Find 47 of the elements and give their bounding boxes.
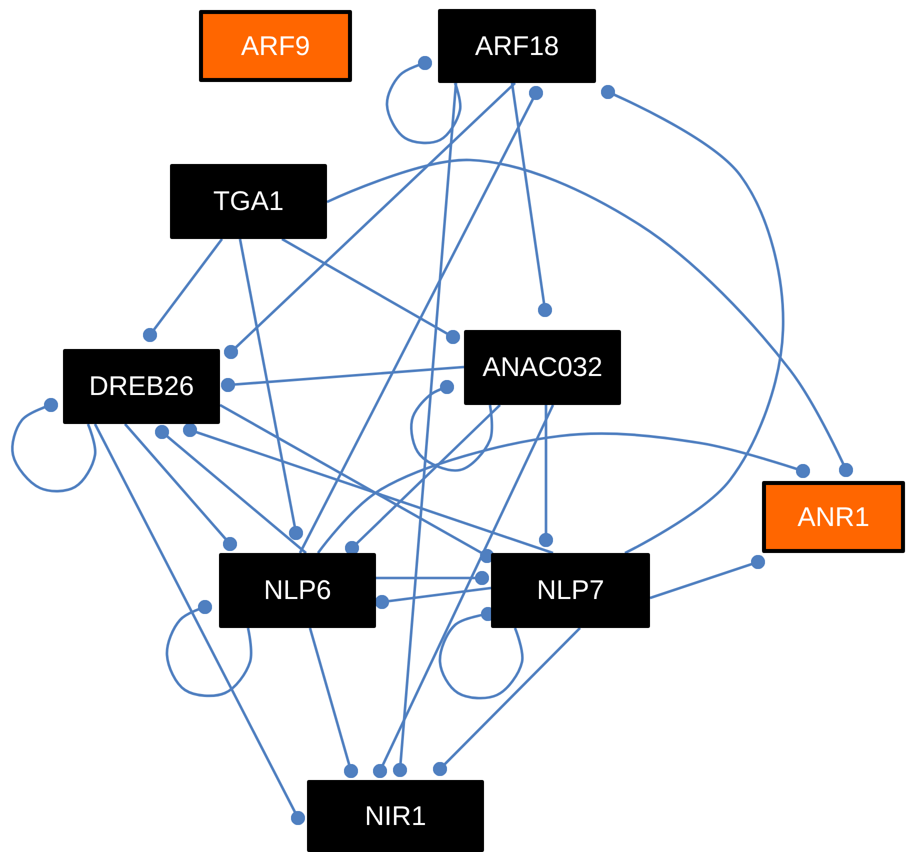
connector <box>124 423 238 552</box>
connector <box>372 404 554 778</box>
connector <box>224 82 516 360</box>
gene-box <box>219 553 376 628</box>
self-loop-connector <box>438 606 524 700</box>
gene-box <box>63 349 220 424</box>
gene-label: NIR1 <box>364 800 426 832</box>
gene-label: NLP6 <box>264 575 332 606</box>
connector <box>344 404 501 556</box>
gene-label: ARF9 <box>240 30 310 62</box>
gene-box <box>762 481 905 553</box>
connector <box>376 570 490 586</box>
gene-label: ANR1 <box>797 502 870 532</box>
gene-box <box>438 9 596 83</box>
self-loop-connector <box>410 380 494 472</box>
self-loop-connector <box>11 398 96 492</box>
self-loop-connector <box>166 600 252 698</box>
connector <box>538 405 554 548</box>
connector <box>374 586 492 610</box>
connector <box>219 404 494 564</box>
gene-box <box>491 553 650 628</box>
gene-label: TGA1 <box>213 186 284 217</box>
gene-box <box>170 164 327 239</box>
gene-label: NLP7 <box>536 575 604 606</box>
connector <box>238 238 304 540</box>
self-loop-connector <box>386 56 462 144</box>
connector <box>298 86 544 554</box>
connector <box>94 423 306 826</box>
connector <box>154 424 307 554</box>
connector <box>392 82 458 778</box>
gene-label: DREB26 <box>88 371 194 402</box>
gene-box <box>199 10 352 82</box>
connector <box>650 554 766 600</box>
connector <box>510 82 552 318</box>
connector <box>600 84 784 554</box>
gene-label: ANAC032 <box>482 352 603 383</box>
connector <box>220 366 464 392</box>
gene-box <box>464 330 621 405</box>
connector <box>182 422 554 554</box>
connector <box>326 158 854 478</box>
connector <box>432 627 581 776</box>
gene-label: ARF18 <box>474 30 560 62</box>
connector <box>308 628 358 778</box>
connector <box>142 238 224 342</box>
connector <box>316 432 810 554</box>
connector <box>281 238 460 344</box>
gene-box <box>307 780 484 852</box>
